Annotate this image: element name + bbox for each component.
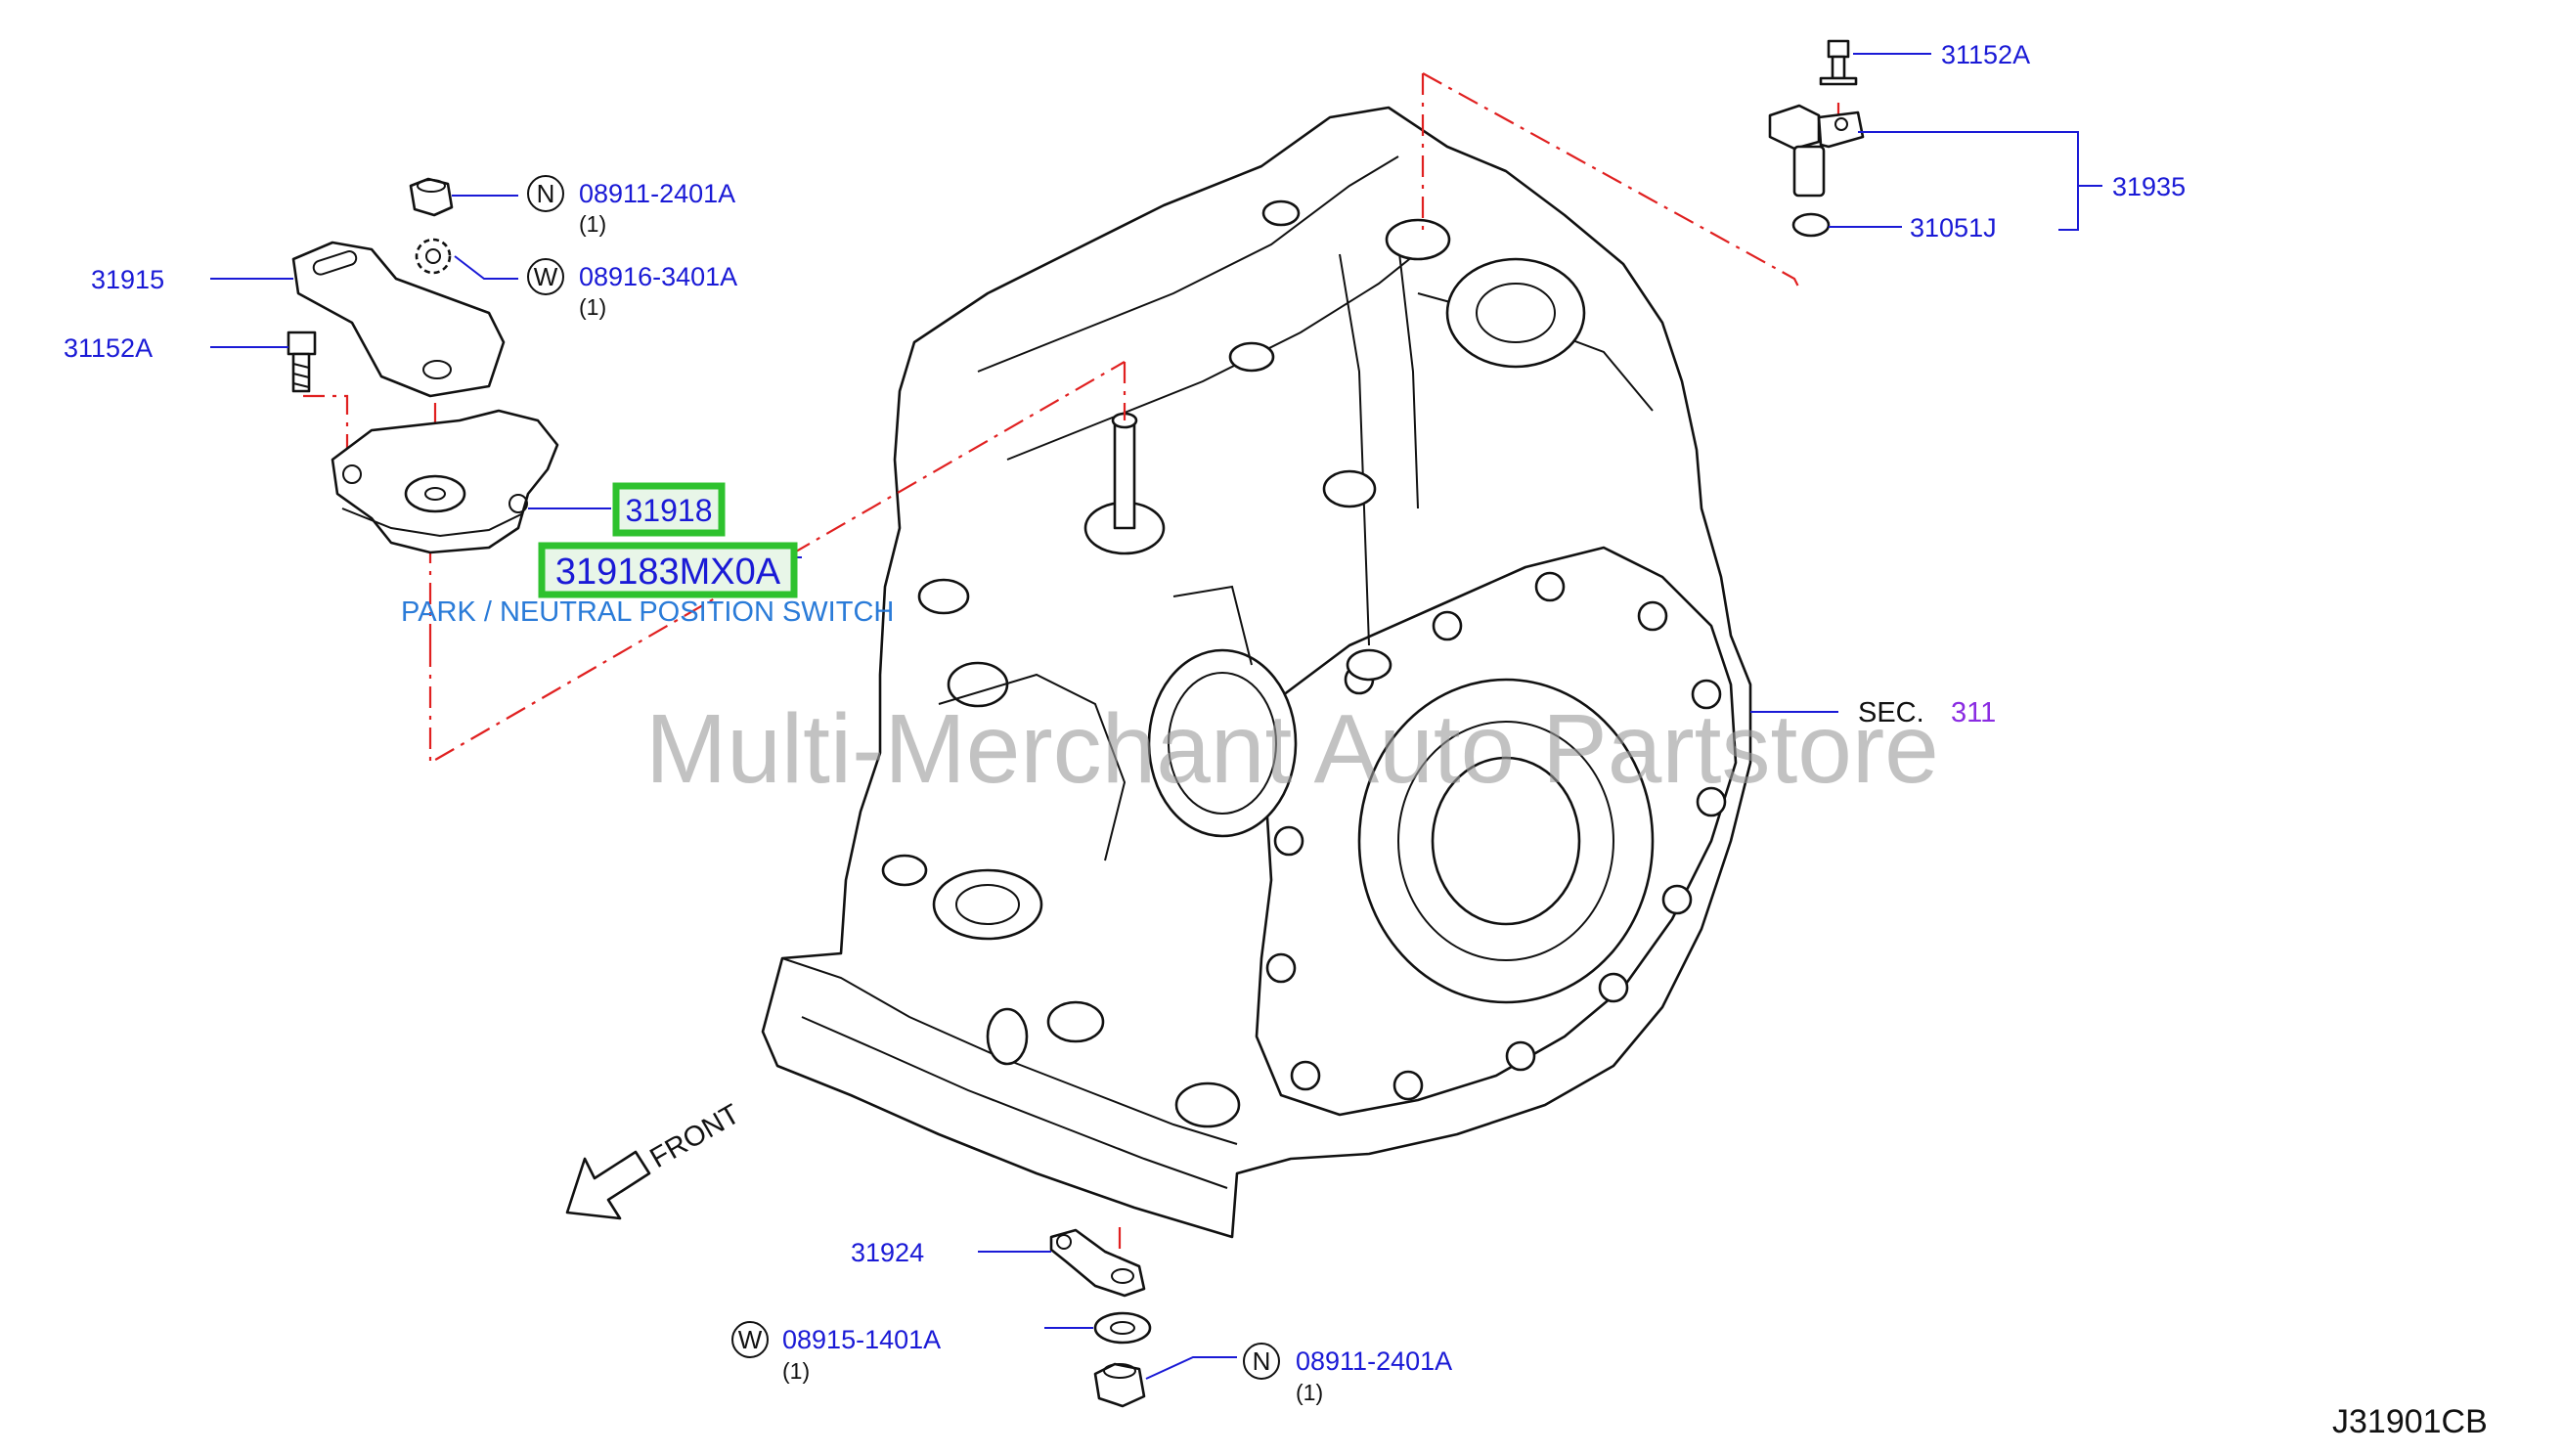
oring-part-number[interactable]: 31051J <box>1910 213 1997 243</box>
nut-symbol: N <box>537 179 555 208</box>
watermark-text: Multi-Merchant Auto Partstore <box>645 694 1939 804</box>
washer-symbol-bottom: W <box>738 1325 763 1354</box>
callout-washer-top[interactable]: W 08916-3401A (1) <box>527 258 737 320</box>
speed-sensor-illustration <box>1768 104 1865 198</box>
switch-illustration <box>331 409 559 554</box>
callout-section-ref[interactable]: SEC. 311 <box>1858 697 1996 728</box>
bracket-part-number[interactable]: 31915 <box>91 265 164 294</box>
washer-bottom-qty: (1) <box>782 1358 810 1384</box>
switch-full-part-number[interactable]: 319183MX0A <box>555 552 781 593</box>
bracket-illustration <box>291 241 506 398</box>
switch-description: PARK / NEUTRAL POSITION SWITCH <box>401 596 894 628</box>
washer-symbol: W <box>534 262 558 291</box>
diagram-code: J31901CB <box>2332 1403 2488 1440</box>
bolt-top-right-illustration <box>1819 39 1858 86</box>
bolt-top-right-part-number[interactable]: 31152A <box>1941 40 2030 69</box>
nut-top-illustration <box>409 177 454 217</box>
callout-washer-bottom[interactable]: W 08915-1401A (1) <box>731 1321 941 1384</box>
callout-switch-highlight[interactable]: 31918 <box>612 482 726 537</box>
callout-nut-bottom[interactable]: N 08911-2401A (1) <box>1243 1343 1452 1405</box>
washer-bottom-part-number[interactable]: 08915-1401A <box>782 1325 941 1354</box>
nut-top-part-number[interactable]: 08911-2401A <box>579 179 735 208</box>
callout-switch-full-highlight[interactable]: 319183MX0A <box>538 542 798 598</box>
washer-top-illustration <box>415 238 452 275</box>
bolt-left-illustration <box>287 331 317 393</box>
switch-part-number[interactable]: 31918 <box>626 493 713 528</box>
front-direction-indicator: FRONT <box>565 1098 746 1220</box>
lever-part-number[interactable]: 31924 <box>851 1238 924 1267</box>
nut-symbol-bottom: N <box>1253 1346 1271 1376</box>
sensor-assy-part-number[interactable]: 31935 <box>2112 172 2186 201</box>
section-label: SEC. <box>1858 697 1924 728</box>
nut-bottom-illustration <box>1093 1362 1146 1408</box>
callout-nut-top[interactable]: N 08911-2401A (1) <box>527 175 735 237</box>
transmission-case-illustration <box>761 106 1752 1239</box>
nut-bottom-qty: (1) <box>1296 1380 1323 1405</box>
oring-illustration <box>1791 212 1831 238</box>
nut-bottom-part-number[interactable]: 08911-2401A <box>1296 1346 1452 1376</box>
lever-illustration <box>1049 1228 1146 1298</box>
front-label: FRONT <box>645 1098 746 1174</box>
section-ref-link[interactable]: 311 <box>1951 697 1996 728</box>
washer-bottom-illustration <box>1093 1311 1152 1345</box>
bolt-left-part-number[interactable]: 31152A <box>64 333 153 363</box>
leader-lines <box>210 53 2102 1380</box>
nut-top-qty: (1) <box>579 211 606 237</box>
washer-top-qty: (1) <box>579 294 606 320</box>
washer-top-part-number[interactable]: 08916-3401A <box>579 262 737 291</box>
